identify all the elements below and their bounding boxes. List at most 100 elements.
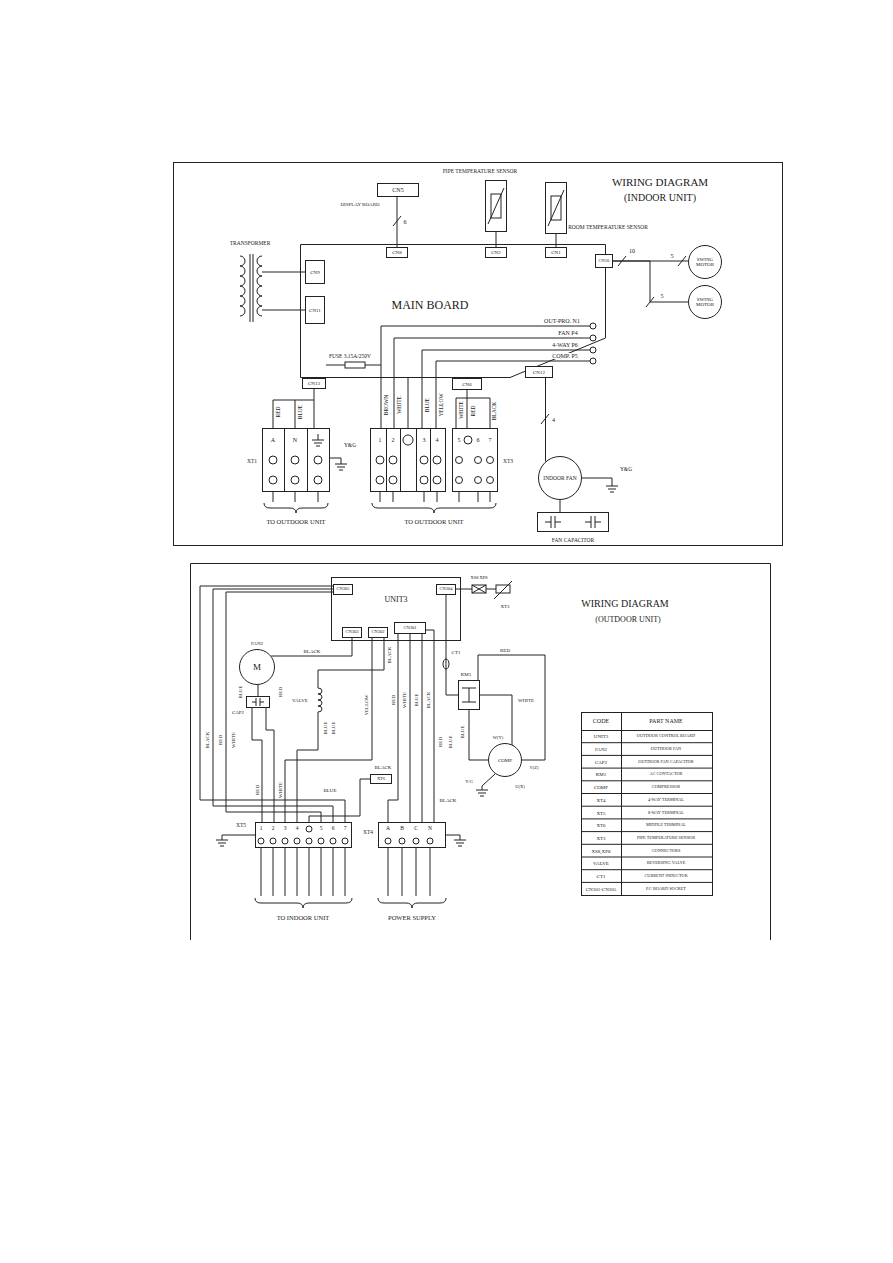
wire-label: BLACK (439, 798, 458, 803)
component-label: 7 (344, 826, 347, 832)
frame-border (174, 163, 783, 546)
wire-label: 5 (660, 293, 665, 299)
terminal-detail (427, 838, 433, 844)
table-cell: UNIT3 (593, 734, 609, 739)
swing-motor: SWING MOTOR (688, 285, 722, 319)
terminal-detail (306, 826, 312, 832)
table-cell: CONNECTORS (651, 848, 682, 852)
connector-socket: CN13 (302, 378, 326, 389)
table-cell: 8-WAY TERMINAL (647, 810, 685, 814)
outdoor-wire (252, 708, 274, 822)
terminal-detail (258, 838, 264, 844)
table-cell: XT3 (595, 835, 606, 840)
diagram-title: WIRING DIAGRAM (611, 177, 709, 188)
relay-terminal (590, 347, 596, 353)
terminal-detail (413, 838, 419, 844)
terminal-detail (420, 456, 428, 464)
relay-terminal (590, 323, 596, 329)
outdoor-wire (446, 595, 458, 695)
table-cell: CODE (592, 718, 610, 724)
connector-socket: CN302 (368, 627, 388, 638)
terminal-block: XT1AN (262, 428, 330, 492)
table-cell: KM1 (595, 772, 608, 777)
component-label: N (293, 437, 297, 443)
component-label: FAN CAPACITOR (552, 538, 595, 544)
terminal-detail (294, 838, 300, 844)
terminal-lead (264, 492, 496, 513)
connector-socket: CN2 (485, 247, 507, 258)
outdoor-wire (388, 630, 434, 822)
component-label: CN302 (371, 630, 384, 635)
transformer-coil (240, 254, 270, 322)
sensor-connector (494, 581, 512, 599)
terminal-detail (389, 456, 397, 464)
capacitor-symbol (252, 698, 264, 706)
terminal-lead (372, 503, 496, 513)
component-label: SWING MOTOR (691, 297, 719, 308)
transformer-coil (250, 254, 270, 322)
component-label: DISPLAY BOARD (340, 202, 379, 207)
connector-socket: CN305 (333, 584, 353, 595)
component-label: CN304 (439, 587, 452, 592)
terminal-detail (291, 476, 299, 484)
component-label: CN8 (392, 250, 401, 255)
component-label: XT1 (247, 459, 257, 465)
component-label: CN5 (392, 187, 403, 193)
table-cell: MIDDLE TERMINAL (645, 823, 687, 827)
wire-connector (560, 500, 561, 512)
terminal-detail (376, 476, 384, 484)
wire-label: BLUE (331, 720, 336, 735)
earth-symbol (330, 458, 347, 470)
wire-label: BLUE (460, 724, 465, 739)
terminal-detail (387, 428, 431, 492)
terminal-detail (376, 456, 384, 464)
diagram-title: (OUTDOOR UNIT) (594, 616, 662, 624)
wire-connector (200, 586, 345, 822)
terminal-detail (487, 477, 494, 484)
terminal-lead (378, 898, 446, 908)
wire-label: POWER SUPPLY (387, 915, 437, 922)
component-label: UNIT3 (384, 596, 407, 604)
wire-connector (270, 310, 305, 311)
frame-border (174, 163, 783, 941)
wire-connector (408, 378, 409, 428)
current-inductor (443, 659, 449, 669)
table-cell: 4-WAY TERMINAL (647, 798, 685, 802)
diagram-title: (INDOOR UNIT) (623, 193, 697, 203)
terminal-block: XT51234567 (255, 822, 352, 848)
terminal-lead (255, 848, 446, 908)
wire-label: U(X) (514, 785, 526, 790)
board-outline (301, 245, 606, 378)
table-cell: OUTDOOR CONTROL BOARD (636, 734, 696, 738)
wire-label: BLUE (425, 397, 431, 413)
wire-label: TO OUTDOOR UNIT (403, 519, 464, 526)
wire-label: YELLOW (364, 693, 369, 716)
terminal-detail (464, 436, 472, 444)
connector-socket: CN12 (525, 366, 553, 378)
earth-symbol (446, 835, 466, 846)
swing-motor: SWING MOTOR (688, 245, 722, 279)
compressor: COMP (488, 743, 522, 777)
wire-slash (393, 216, 686, 424)
wire-label: WHITE (517, 698, 535, 703)
component-label: 2 (392, 437, 395, 443)
wire-connector (545, 378, 546, 462)
terminal-detail (318, 838, 324, 844)
table-cell: COMPRESSOR (651, 785, 681, 789)
fuse-symbol (326, 365, 381, 366)
valve-coil (318, 688, 322, 712)
component-label: 7 (489, 437, 492, 443)
wire-label: BROWN (384, 394, 390, 416)
component-label: SWING MOTOR (691, 257, 719, 268)
terminal-block: 1234 (370, 428, 446, 492)
table-cell: CAP2 (594, 759, 608, 764)
parts-table (582, 713, 713, 896)
sensor-connector (472, 585, 496, 593)
wire-label: BLACK (387, 646, 392, 665)
component-label: B (400, 826, 404, 832)
wire-label: V(Z) (529, 766, 540, 771)
table-cell: OUTDOOR FAN (650, 747, 682, 751)
